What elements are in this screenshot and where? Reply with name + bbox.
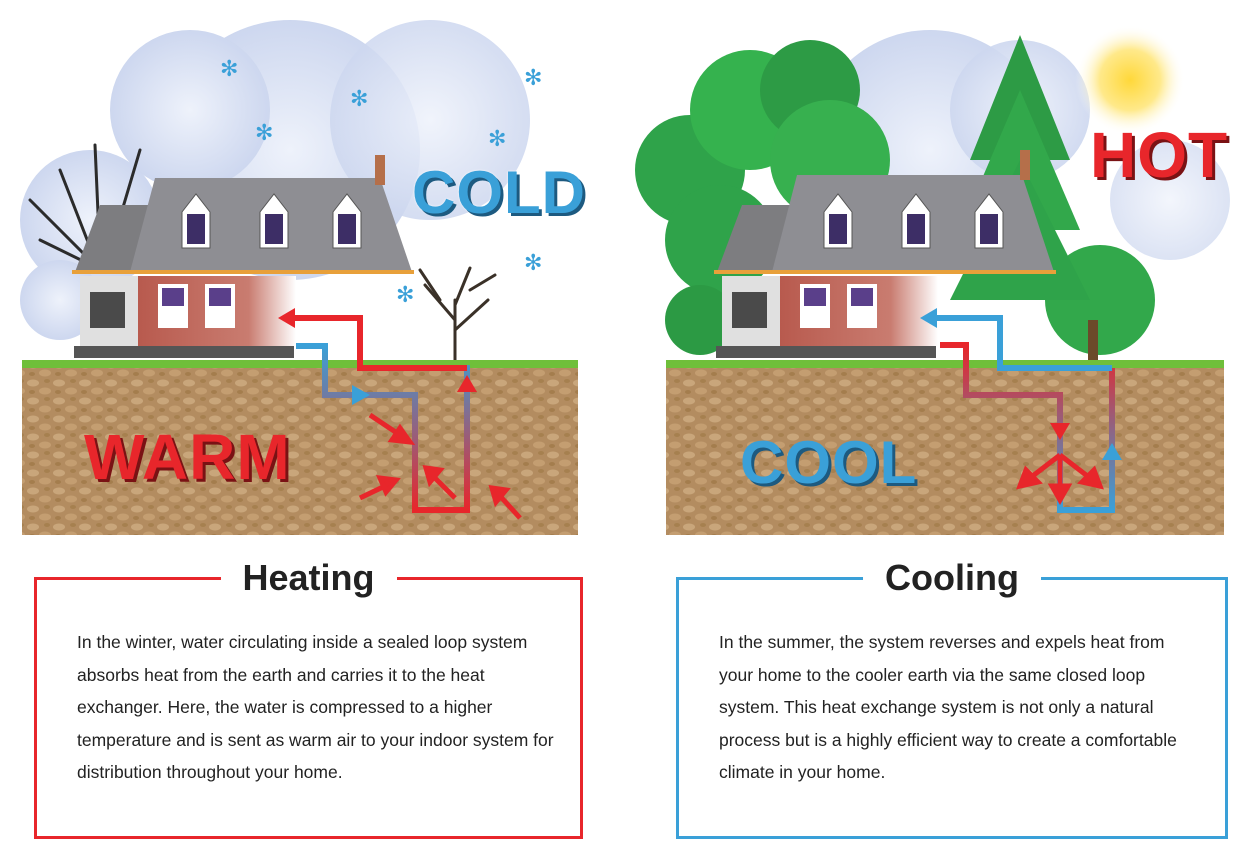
heating-title: Heating	[220, 554, 397, 602]
ground	[22, 360, 578, 535]
svg-text:✻: ✻	[396, 283, 414, 308]
heating-illustration: ✻ ✻ ✻ ✻ ✻ ✻ ✻	[20, 20, 578, 535]
ground-temperature-label: WARM	[84, 421, 291, 493]
sun-icon	[1075, 25, 1185, 135]
bare-tree-right	[418, 266, 497, 367]
cooling-panel: HOT COOL Cooling In the summer, the syst…	[630, 0, 1260, 853]
house	[72, 155, 414, 358]
ground	[666, 360, 1224, 535]
down-arrow	[1050, 423, 1070, 440]
cooling-description-box: Cooling In the summer, the system revers…	[676, 554, 1228, 839]
supply-arrow	[920, 308, 937, 328]
heating-panel: ✻ ✻ ✻ ✻ ✻ ✻ ✻	[20, 20, 586, 839]
snowflake-icons: ✻ ✻ ✻ ✻ ✻ ✻ ✻	[220, 57, 542, 308]
air-temperature-label: COLD	[412, 159, 586, 226]
house	[714, 150, 1056, 358]
heating-description: In the winter, water circulating inside …	[77, 632, 554, 782]
flow-arrows	[278, 308, 477, 405]
flow-arrows	[920, 308, 1122, 460]
ground-loop	[290, 315, 470, 513]
svg-text:✻: ✻	[350, 87, 368, 112]
rise-arrow	[457, 375, 477, 392]
cooling-title: Cooling	[863, 554, 1041, 602]
heating-description-box: Heating In the winter, water circulating…	[34, 554, 583, 839]
heat-release-arrows	[1016, 453, 1104, 506]
svg-text:✻: ✻	[255, 121, 273, 146]
svg-text:✻: ✻	[220, 57, 238, 82]
heat-absorption-arrows	[358, 412, 522, 520]
rise-arrow	[1102, 443, 1122, 460]
svg-text:✻: ✻	[524, 66, 542, 91]
deciduous-trees	[635, 40, 1155, 360]
return-arrow	[352, 385, 370, 405]
ground-loop	[932, 315, 1115, 513]
cooling-illustration	[635, 25, 1230, 535]
supply-arrow	[278, 308, 295, 328]
air-temperature-label: HOT	[1090, 119, 1229, 191]
cooling-description: In the summer, the system reverses and e…	[719, 632, 1177, 782]
ground-temperature-label: COOL	[740, 429, 918, 496]
svg-text:✻: ✻	[488, 127, 506, 152]
svg-text:✻: ✻	[524, 251, 542, 276]
